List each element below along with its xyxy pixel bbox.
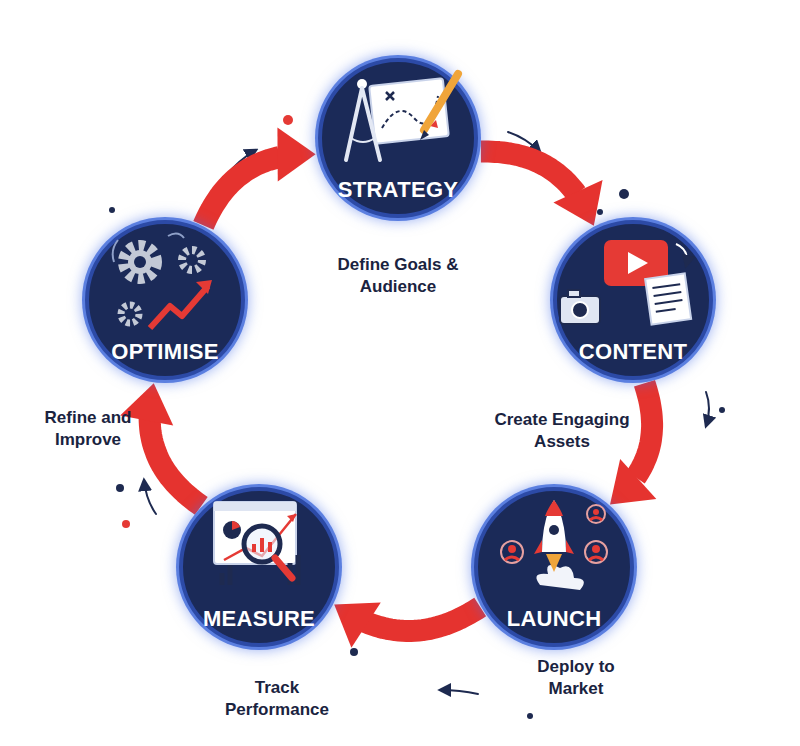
stage-title: LAUNCH	[469, 606, 639, 632]
stage-circle: CONTENTCreate Engaging Assets	[548, 215, 718, 385]
arrow-shaft	[150, 418, 202, 506]
arrow-shaft	[203, 157, 279, 225]
cycle-arrow	[334, 602, 480, 647]
stage-circle: MEASURETrack Performance	[174, 482, 344, 652]
arrow-shaft	[636, 383, 653, 477]
cycle-arrow	[610, 383, 656, 504]
stage-title: MEASURE	[174, 606, 344, 632]
small-flow-arrow	[144, 132, 709, 694]
stage-description: Refine and Improve	[28, 407, 148, 451]
cycle-arrow	[481, 152, 603, 226]
stage-description: Define Goals & Audience	[328, 254, 468, 298]
arrow-head	[610, 459, 656, 505]
stage-description: Deploy to Market	[521, 656, 631, 700]
cycle-arrow	[120, 383, 201, 506]
cycle-arrow	[203, 128, 315, 226]
stage-description: Track Performance	[217, 677, 337, 721]
arrow-shaft	[481, 152, 577, 194]
arrow-head	[277, 128, 315, 182]
stage-title: STRATEGY	[313, 177, 483, 203]
stage-title: CONTENT	[548, 339, 718, 365]
arrow-head	[553, 180, 602, 226]
arrow-shaft	[365, 607, 480, 631]
stage-circle: STRATEGYDefine Goals & Audience	[313, 53, 483, 223]
arrow-head	[334, 602, 381, 647]
stage-title: OPTIMISE	[80, 339, 250, 365]
stage-circle: LAUNCHDeploy to Market	[469, 482, 639, 652]
stage-circle: OPTIMISERefine and Improve	[80, 215, 250, 385]
stage-description: Create Engaging Assets	[477, 409, 647, 453]
